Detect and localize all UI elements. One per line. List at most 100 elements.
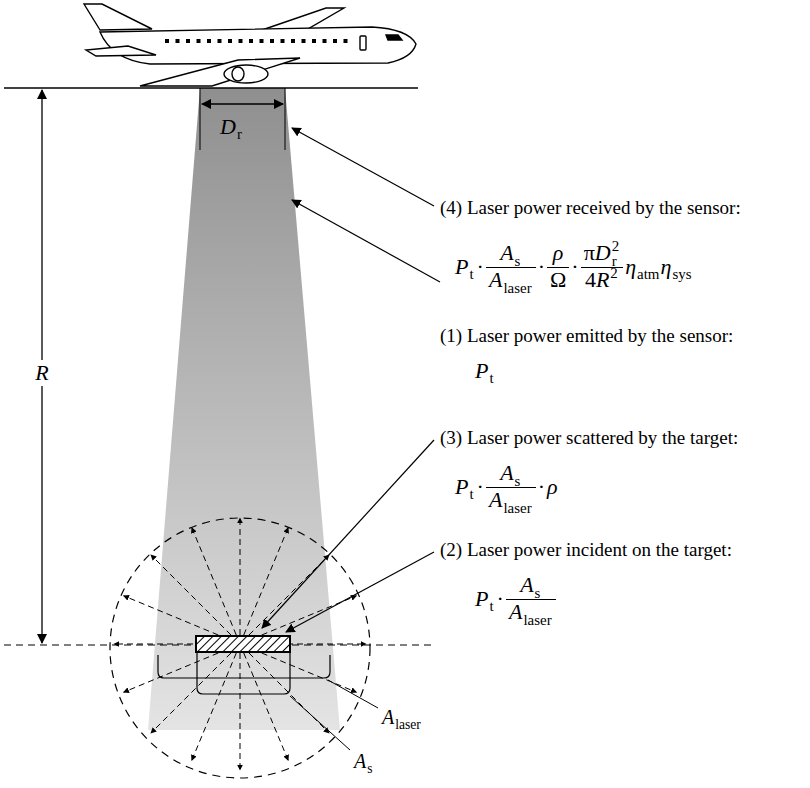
window	[312, 39, 316, 43]
formula-term: t	[469, 487, 473, 502]
dimension-tick	[285, 88, 286, 150]
formula-term: A	[500, 462, 513, 484]
formula-term: ·	[477, 476, 484, 498]
leader-arrow	[286, 552, 434, 632]
window	[302, 39, 306, 43]
formula-term: t	[489, 371, 493, 386]
scatter-ray	[114, 644, 193, 645]
scatter-ray	[192, 528, 236, 635]
scatter-ray	[244, 528, 288, 635]
window	[323, 39, 327, 43]
formula-term: A	[500, 242, 513, 264]
figure-label: A	[354, 751, 366, 771]
formula-term: A	[520, 574, 533, 596]
formula-term: P	[475, 588, 488, 610]
scatter-sphere	[110, 518, 370, 778]
formula-term: ·	[538, 256, 545, 278]
laser-footprint	[158, 655, 330, 678]
window	[333, 39, 337, 43]
formula-term: Ω	[550, 269, 566, 291]
scatter-ray	[287, 644, 366, 645]
scatter-ray	[244, 653, 288, 760]
formula-term: P	[455, 476, 468, 498]
figure-label: r	[237, 127, 242, 142]
formula-term: A	[509, 601, 522, 623]
heading-text: (3) Laser power scattered by the target:	[440, 428, 738, 447]
scatter-ray	[124, 653, 219, 692]
formula-term: π	[584, 242, 595, 264]
dimension-tick	[200, 88, 201, 150]
heading-text: (4) Laser power received by the sensor:	[440, 198, 741, 217]
window	[291, 39, 295, 43]
leader-line	[328, 680, 378, 708]
heading-text: (1) Laser power emitted by the sensor:	[440, 326, 733, 345]
formula-term: D	[595, 242, 611, 264]
leader-arrow	[262, 440, 434, 628]
scatter-ray	[240, 653, 241, 770]
window	[281, 39, 285, 43]
formula-term: A	[489, 269, 502, 291]
formula-term: η	[625, 256, 636, 278]
window	[186, 39, 190, 43]
fraction-bar	[547, 267, 569, 268]
formula-term: η	[660, 256, 671, 278]
window	[239, 39, 243, 43]
fraction-bar	[486, 267, 536, 268]
formula-term: t	[469, 267, 473, 282]
window	[218, 39, 222, 43]
formula-term: laser	[523, 613, 551, 628]
formula-term: P	[455, 256, 468, 278]
formula-term: sys	[672, 267, 691, 282]
scatter-ray	[240, 518, 241, 635]
window	[344, 39, 348, 43]
formula-term: 2	[612, 239, 619, 254]
leader-arrow	[292, 128, 434, 206]
formula-term: ·	[538, 476, 545, 498]
window	[176, 39, 180, 43]
figure-label: s	[367, 762, 372, 776]
window	[207, 39, 211, 43]
airplane	[84, 4, 416, 86]
scatter-ray	[262, 653, 357, 692]
flight-line	[4, 87, 418, 88]
laser-beam	[148, 88, 340, 730]
figure-label: A	[382, 707, 394, 727]
formula-term: ρ	[553, 242, 564, 264]
leader-line	[290, 696, 350, 750]
formula-term: ·	[477, 256, 484, 278]
fraction-bar	[506, 599, 556, 600]
formula-term: laser	[503, 501, 531, 516]
scatter-ray	[249, 653, 329, 733]
scatter-ray	[124, 596, 219, 635]
formula-term: ·	[497, 588, 504, 610]
formula-term: ·	[571, 256, 578, 278]
figure-label: R	[34, 360, 49, 386]
heading-text: (2) Laser power incident on the target:	[440, 540, 732, 559]
formula-term: A	[489, 489, 502, 511]
formula-term: t	[489, 599, 493, 614]
formula-term: R	[596, 269, 609, 291]
window	[249, 39, 253, 43]
fraction-bar	[581, 267, 623, 268]
target	[196, 636, 290, 652]
window	[270, 39, 274, 43]
window	[228, 39, 232, 43]
scatter-ray	[151, 555, 231, 635]
leader-arrow	[292, 200, 440, 282]
window	[165, 39, 169, 43]
fraction-bar	[486, 487, 536, 488]
figure-label: D	[220, 116, 236, 138]
figure-label: laser	[395, 718, 421, 732]
formula-term: P	[475, 360, 488, 382]
target-area	[197, 652, 290, 694]
scatter-ray	[192, 653, 236, 760]
formula-term: laser	[503, 281, 531, 296]
formula-term: atm	[637, 267, 659, 282]
aperture-dimension	[202, 103, 283, 104]
window	[260, 39, 264, 43]
formula-term: ρ	[547, 476, 558, 498]
scatter-ray	[151, 653, 231, 733]
window	[197, 39, 201, 43]
